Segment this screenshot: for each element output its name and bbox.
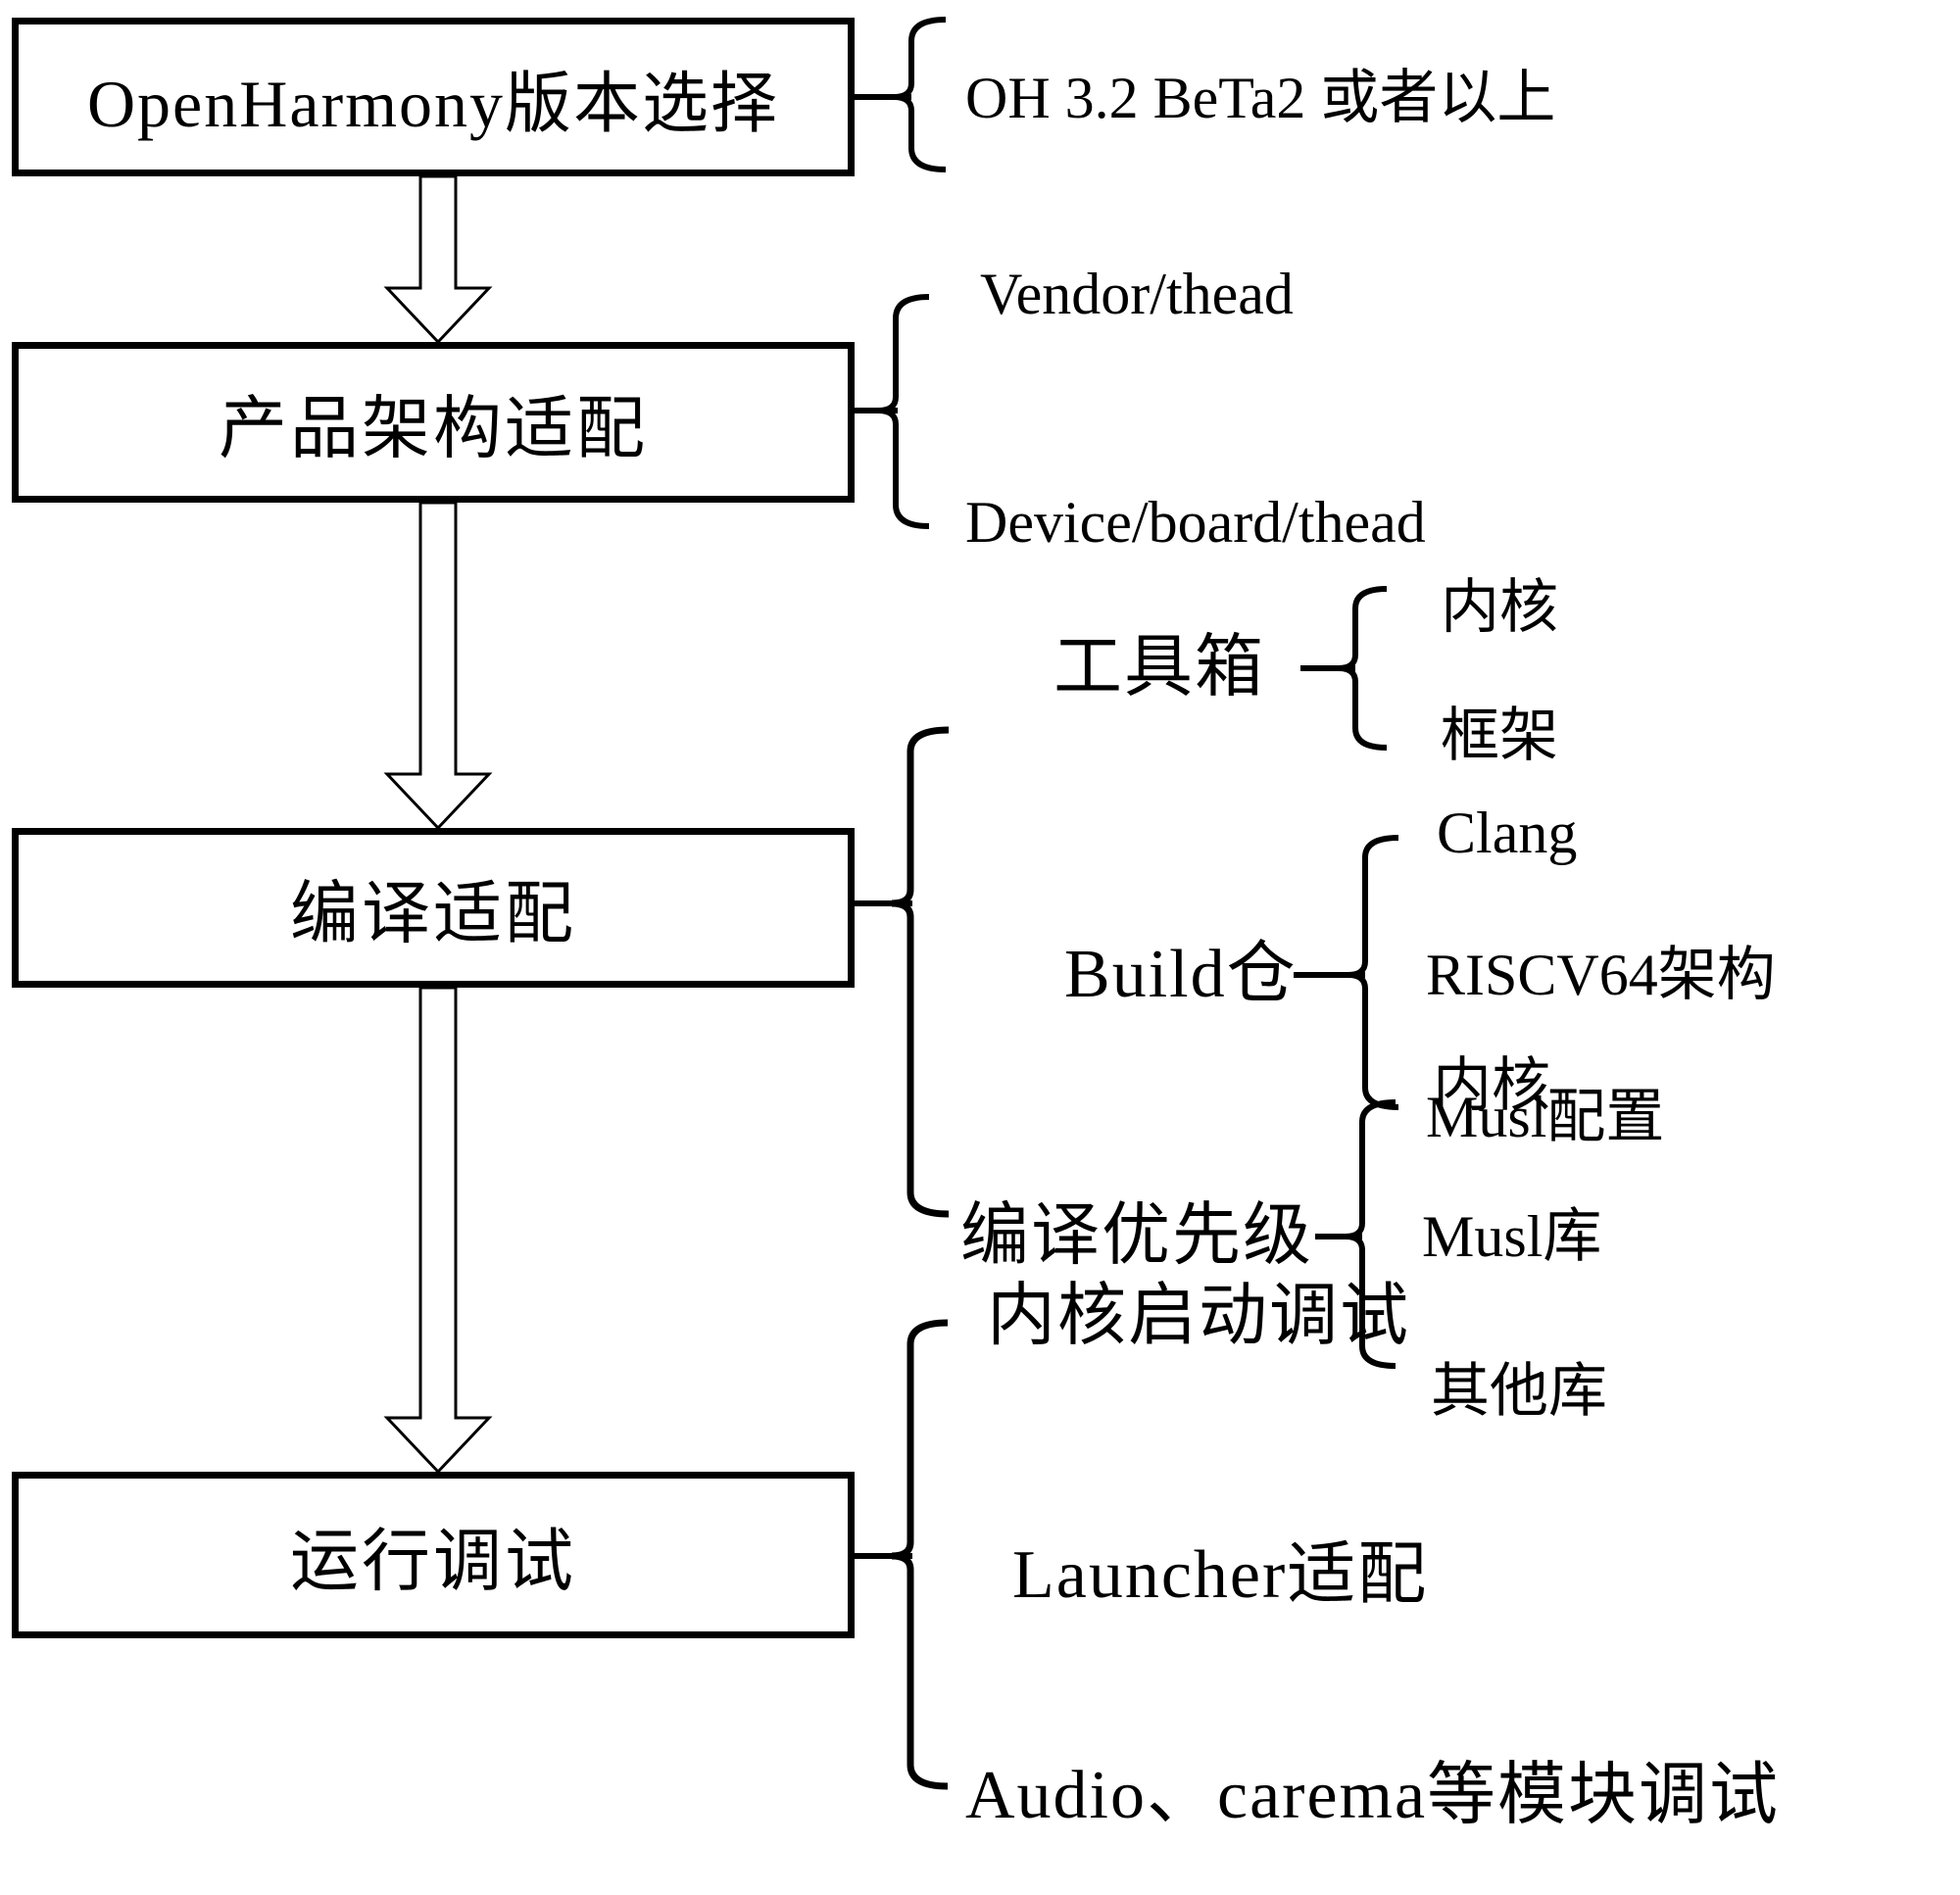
flow-box-product-arch: 产品架构适配 [12,342,855,503]
branch-device-board-label: Device/board/thead [965,490,1426,555]
brace-product [877,294,930,529]
branch-toolbox-label: 工具箱 [1054,630,1265,705]
down-arrow-icon-1 [383,174,493,345]
flow-box-product-arch-label: 产品架构适配 [219,391,648,467]
down-arrow-icon-3 [383,986,493,1475]
flow-box-version-select-label: OpenHarmony版本选择 [86,66,780,141]
branch-kernel-boot-debug-label: 内核启动调试 [987,1279,1410,1354]
leaf-toolbox-kernel-label: 内核 [1441,575,1558,640]
brace-toolbox [1338,586,1388,751]
flow-box-run-debug: 运行调试 [12,1472,855,1638]
brace-version [893,17,947,172]
flow-box-compile-adapt-label: 编译适配 [290,877,576,952]
brace-run [891,1319,949,1790]
leaf-other-lib-label: 其他库 [1431,1359,1607,1424]
leaf-riscv64-arch-label: RISCV64架构 [1426,943,1776,1007]
branch-launcher-adapt-label: Launcher适配 [1012,1537,1429,1613]
flow-box-version-select: OpenHarmony版本选择 [12,18,855,176]
brace-compile [891,726,950,1218]
down-arrow-icon-2 [383,501,493,831]
branch-compile-priority-label: 编译优先级 [960,1198,1313,1274]
flow-box-compile-adapt: 编译适配 [12,828,855,988]
leaf-musl-config-label: Musl配置 [1426,1085,1665,1149]
brace-build [1348,835,1399,1110]
leaf-toolbox-framework-label: 框架 [1441,704,1558,768]
leaf-priority-kernel-label: 内核 [1433,1053,1550,1118]
branch-audio-camera-debug-label: Audio、carema等模块调试 [965,1758,1781,1833]
leaf-clang-label: Clang [1437,801,1578,865]
branch-oh-version-label: OH 3.2 BeTa2 或者以上 [965,66,1556,130]
leaf-musl-lib-label: Musl库 [1422,1204,1602,1269]
branch-build-repo-label: Build仓 [1064,937,1298,1012]
branch-vendor-label: Vendor/thead [980,262,1294,326]
flow-box-run-debug-label: 运行调试 [290,1524,576,1600]
brace-priority [1345,1099,1396,1369]
